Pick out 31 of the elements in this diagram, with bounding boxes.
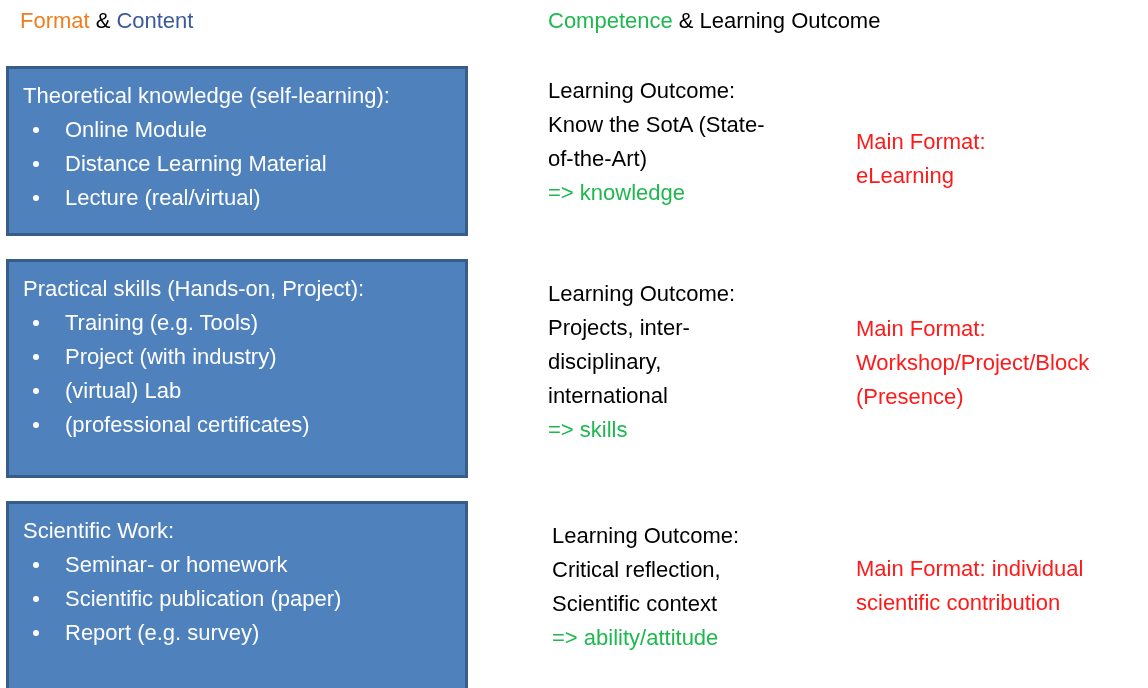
format-note: Main Format: individual scientific contribution	[856, 555, 1085, 617]
outcome-text: Learning Outcome: Know the SotA (State-of-the-Art)	[548, 77, 766, 173]
competence-text: => ability/attitude	[552, 624, 720, 652]
bullet-item: Online Module	[65, 116, 207, 144]
outcome-text: Learning Outcome: Projects, inter-disciplinary, international	[548, 280, 737, 410]
bullet-item: Report (e.g. survey)	[65, 619, 260, 647]
column-heading: Content	[116, 7, 194, 35]
outcome-text: Learning Outcome: Critical reflection, Scientific context	[552, 522, 741, 618]
column-heading: Competence	[548, 7, 673, 35]
column-heading: &	[95, 7, 111, 35]
column-heading: &	[678, 7, 694, 35]
content-box	[6, 259, 468, 478]
box-heading: Scientific Work:	[23, 517, 175, 545]
content-box	[6, 501, 468, 688]
bullet-item: Training (e.g. Tools)	[65, 309, 259, 337]
format-note: Main Format: Workshop/Project/Block (Presence)	[856, 315, 1091, 411]
column-heading: Learning Outcome	[699, 7, 881, 35]
bullet-item: (virtual) Lab	[65, 377, 182, 405]
bullet-item: Seminar- or homework	[65, 551, 288, 579]
format-note: Main Format: eLearning	[856, 128, 987, 190]
bullet-item: Lecture (real/virtual)	[65, 184, 261, 212]
bullet-item: Project (with industry)	[65, 343, 277, 371]
content-box	[6, 66, 468, 236]
box-heading: Practical skills (Hands-on, Project):	[23, 275, 365, 303]
competence-text: => skills	[548, 416, 629, 444]
bullet-item: Scientific publication (paper)	[65, 585, 342, 613]
bullet-item: Distance Learning Material	[65, 150, 327, 178]
box-heading: Theoretical knowledge (self-learning):	[23, 82, 390, 110]
bullet-item: (professional certificates)	[65, 411, 310, 439]
column-heading: Format	[20, 7, 90, 35]
competence-text: => knowledge	[548, 179, 686, 207]
